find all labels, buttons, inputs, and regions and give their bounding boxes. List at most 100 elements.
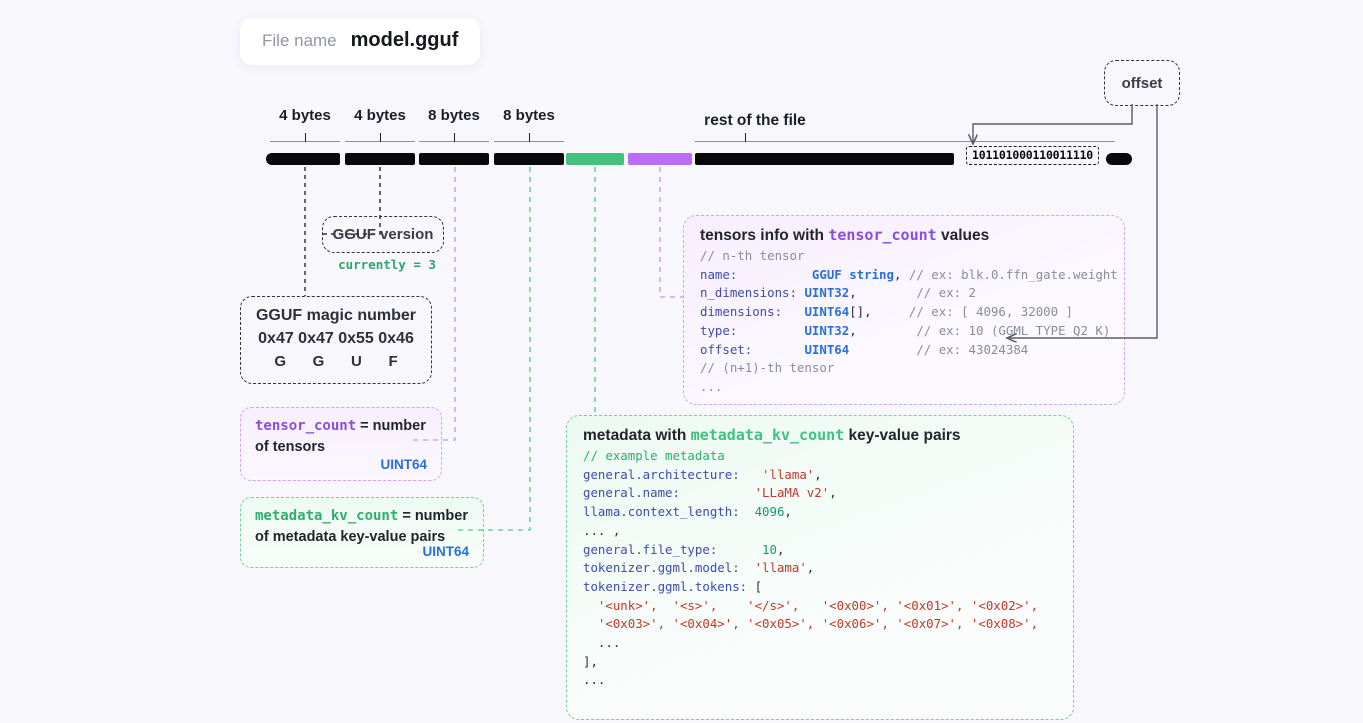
code-comment: ... [700, 378, 723, 394]
code-field-name: tokenizer.ggml.tokens: [583, 578, 755, 594]
code-field-value: 'LLaMA v2' [754, 485, 830, 501]
code-field-value: 'llama' [754, 560, 807, 576]
magic-char-3: F [388, 353, 398, 370]
code-field-type: UINT64 [804, 341, 850, 357]
code-line: '<0x03>', '<0x04>', '<0x05>', '<0x06>', … [583, 615, 1057, 634]
code-field-value: 10 [762, 541, 777, 557]
metadata-count-line2: of metadata key-value pairs [255, 529, 446, 545]
bar-segment-metadata [566, 153, 624, 165]
offset-bubble: offset [1104, 60, 1180, 106]
bar-segment-metadata-count [494, 153, 564, 165]
code-comment: // ex: 10 (GGML_TYPE_Q2_K) [916, 322, 1111, 338]
code-field-value: [ [754, 578, 763, 594]
segment-label-magic: 4 bytes [279, 107, 331, 124]
ruler-magic [270, 133, 340, 142]
gguf-magic-number-bubble: GGUF magic number 0x47 0x47 0x55 0x46 G … [240, 296, 432, 384]
code-line: tokenizer.ggml.tokens: [ [583, 578, 1057, 597]
ruler-tick [380, 133, 382, 142]
code-line: n_dimensions: UINT32, // ex: 2 [700, 284, 1108, 303]
segment-label-metadata-count: 8 bytes [503, 107, 555, 124]
code-field-name: tokenizer.ggml.model: [583, 560, 755, 576]
code-comment: // ex: 43024384 [916, 341, 1029, 357]
code-punct: , [849, 322, 917, 338]
metadata-title-pre: metadata with [583, 427, 691, 444]
tensor-count-type: UINT64 [380, 457, 427, 472]
code-field-name: general.architecture: [583, 466, 763, 482]
code-punct: , [814, 466, 822, 482]
code-line: ... [583, 634, 1057, 653]
code-line: name: GGUF string, // ex: blk.0.ffn_gate… [700, 266, 1118, 285]
code-field-value: 'llama' [762, 466, 815, 482]
magic-title: GGUF magic number [255, 307, 417, 324]
code-punct: [], [849, 304, 909, 320]
code-line: dimensions: UINT64[], // ex: [ 4096, 320… [700, 303, 1108, 322]
magic-char-1: G [312, 353, 325, 370]
code-comment: // example metadata [583, 448, 725, 463]
metadata-panel: metadata with metadata_kv_count key-valu… [566, 415, 1074, 720]
metadata-title-post: key-value pairs [844, 427, 961, 444]
code-line: general.file_type: 10, [583, 541, 1057, 560]
code-punct: , [806, 560, 815, 576]
code-text: ], [583, 653, 598, 669]
tensors-panel-title: tensors info with tensor_count values [700, 226, 1108, 245]
tensors-title-pre: tensors info with [700, 227, 829, 244]
code-line: offset: UINT64 // ex: 43024384 [700, 341, 1108, 360]
code-punct: , [776, 541, 785, 557]
metadata-count-mono: metadata_kv_count [255, 508, 399, 524]
ruler-tick [454, 133, 456, 142]
magic-char-2: U [350, 353, 362, 370]
bar-segment-rest-of-file [695, 153, 954, 165]
code-token-list: '<unk>', '<s>', '</s>', '<0x00>', '<0x01… [583, 597, 1039, 613]
code-comment: // ex: [ 4096, 32000 ] [908, 304, 1074, 320]
connector-metadata-count [454, 167, 531, 531]
bar-segment-tensors-info [628, 153, 692, 165]
code-line: ... [700, 378, 1108, 397]
ruler-rest-of-file [695, 133, 1115, 142]
gguf-version-bubble: GGUF version [322, 216, 444, 253]
code-text: ... , [583, 522, 621, 538]
code-line: general.architecture: 'llama', [583, 466, 1057, 485]
tensor-count-box: tensor_count = number of tensors UINT64 [240, 407, 442, 481]
code-field-name: type: [700, 322, 805, 338]
magic-char-0: G [274, 353, 286, 370]
code-field-name: n_dimensions: [700, 285, 805, 301]
code-punct: , [784, 504, 792, 520]
code-field-type: UINT64 [804, 304, 850, 320]
code-line: // (n+1)-th tensor [700, 359, 1108, 378]
tensor-count-line1: tensor_count = number [255, 418, 427, 434]
code-field-type: UINT32 [804, 285, 850, 301]
tensor-count-eq: = number [356, 418, 426, 434]
code-comment: // ex: blk.0.ffn_gate.weight [908, 266, 1118, 282]
bar-segment-magic [270, 153, 340, 165]
code-comment: // ex: 2 [916, 285, 977, 301]
file-name-label: File name [262, 31, 337, 50]
code-line: // n-th tensor [700, 247, 1108, 266]
tensors-info-panel: tensors info with tensor_count values //… [683, 215, 1125, 405]
file-name-value: model.gguf [350, 29, 459, 51]
code-line: ... , [583, 522, 1057, 541]
code-line: '<unk>', '<s>', '</s>', '<0x00>', '<0x01… [583, 597, 1057, 616]
code-line: llama.context_length: 4096, [583, 503, 1057, 522]
tensor-count-mono: tensor_count [255, 418, 357, 434]
code-field-name: name: [700, 266, 812, 282]
code-comment: // (n+1)-th tensor [700, 360, 835, 376]
code-field-name: dimensions: [700, 304, 805, 320]
code-line: type: UINT32, // ex: 10 (GGML_TYPE_Q2_K) [700, 322, 1111, 341]
code-token-list: '<0x03>', '<0x04>', '<0x05>', '<0x06>', … [583, 616, 1039, 632]
code-field-name: offset: [700, 341, 805, 357]
bar-segment-version [345, 153, 415, 165]
magic-chars: G G U F [241, 353, 431, 370]
ruler-tick [529, 133, 531, 142]
code-line: general.name: 'LLaMA v2', [583, 484, 1057, 503]
bar-segment-tensor-count [419, 153, 489, 165]
code-punct [849, 342, 916, 357]
segment-label-tensor-count: 8 bytes [428, 107, 480, 124]
bar-right-cap [1106, 153, 1132, 165]
code-field-type: UINT32 [804, 322, 850, 338]
ruler-tensor-count [419, 133, 489, 142]
code-field-name: general.file_type: [583, 541, 763, 557]
metadata-count-type: UINT64 [422, 544, 469, 559]
code-text: ... [583, 635, 621, 651]
